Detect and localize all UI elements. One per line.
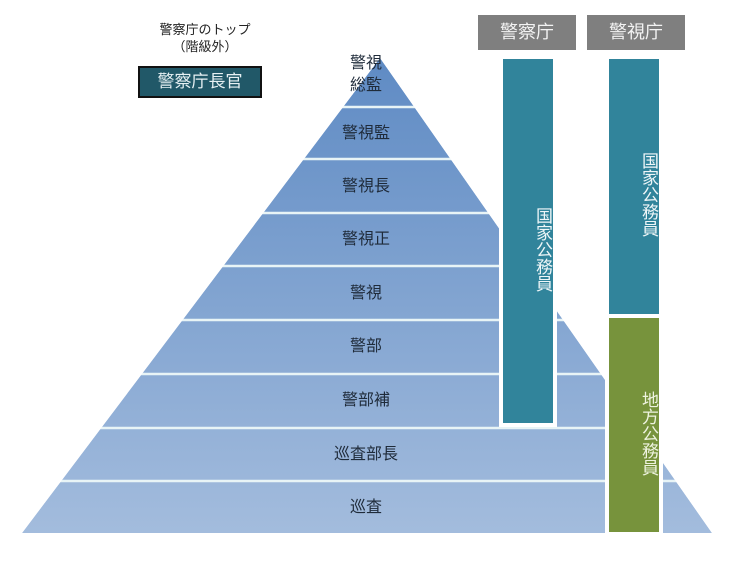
bar-label: 国家公務員 — [532, 206, 552, 292]
bar-label: 地方公務員 — [638, 390, 658, 476]
tier-superintendent-general: 警視 総監 — [286, 54, 446, 94]
tier-sergeant: 巡査部長 — [333, 444, 398, 463]
mpd-local-civil-servant-bar: 地方公務員 — [605, 314, 663, 536]
npa-national-civil-servant-bar: 国家公務員 — [499, 55, 557, 427]
org-header-mpd: 警視庁 — [587, 15, 685, 50]
tier-police-officer: 巡査 — [349, 497, 382, 516]
commissioner-general-box: 警察庁長官 — [138, 66, 262, 98]
top-note: 警察庁のトップ （階級外） — [130, 22, 280, 56]
tier-chief-superintendent: 警視正 — [341, 229, 390, 248]
tier-label-line1: 警視 — [349, 53, 382, 72]
tier-superintendent: 警視 — [349, 283, 382, 302]
tier-label-line2: 総監 — [349, 75, 382, 94]
tier-commissioner: 警視長 — [341, 176, 390, 195]
top-note-line1: 警察庁のトップ — [159, 23, 251, 38]
org-header-npa: 警察庁 — [478, 15, 576, 50]
tier-police-inspector: 警部 — [349, 336, 382, 355]
tier-assistant-inspector: 警部補 — [341, 390, 390, 409]
tier-senior-commissioner: 警視監 — [341, 123, 390, 142]
bar-label: 国家公務員 — [638, 151, 658, 237]
top-note-line2: （階級外） — [172, 40, 238, 55]
mpd-national-civil-servant-bar: 国家公務員 — [605, 55, 663, 318]
